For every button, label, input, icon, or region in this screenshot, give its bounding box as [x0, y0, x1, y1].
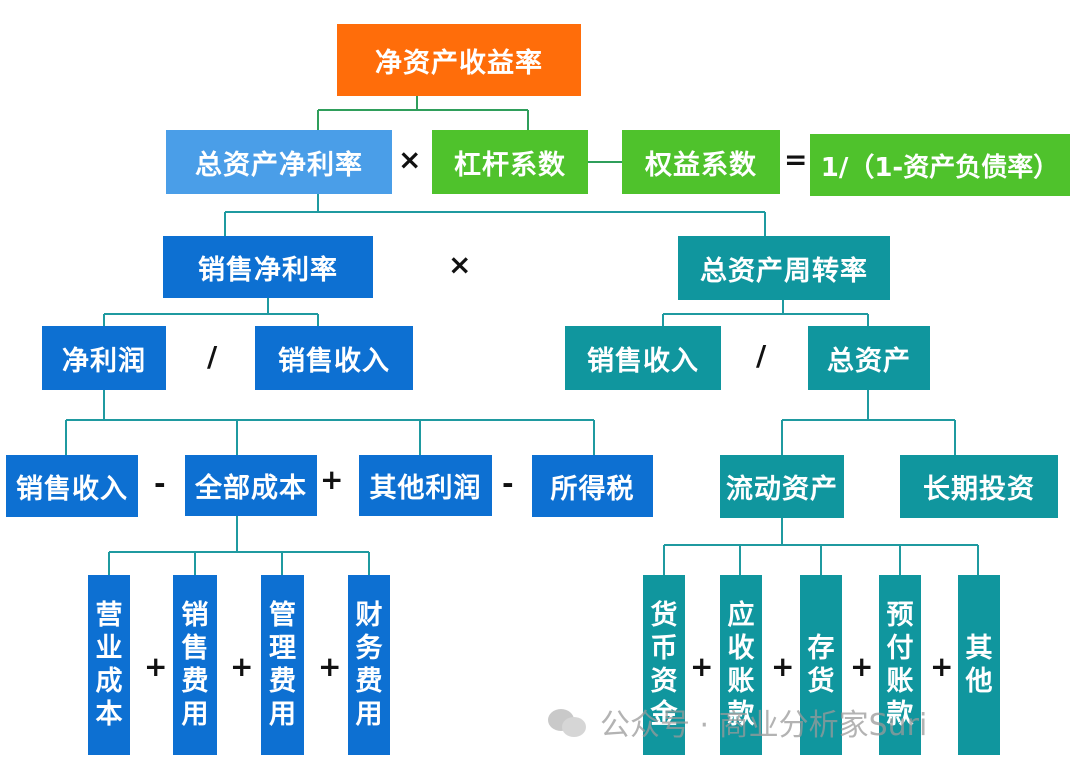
divide-operator: /: [207, 340, 218, 373]
vertical-char: 售: [181, 633, 209, 664]
financial-expense-label: 财务费用: [356, 599, 383, 731]
plus-operator-a1: +: [690, 650, 714, 683]
vertical-char: 销: [181, 600, 209, 631]
vertical-char: 货: [650, 600, 678, 631]
selling-expense-label: 销售费用: [182, 599, 209, 731]
vertical-char: 款: [727, 699, 755, 730]
vertical-char: 付: [886, 633, 914, 664]
vertical-char: 理: [269, 633, 296, 664]
inventory-box: 存货: [800, 575, 842, 755]
vertical-char: 收: [727, 633, 755, 664]
roe-box: 净资产收益率: [337, 24, 581, 96]
operating-cost-box: 营业成本: [88, 575, 130, 755]
vertical-char: 账: [886, 666, 914, 697]
admin-expense-label: 管理费用: [269, 599, 296, 731]
other-assets-box: 其他: [958, 575, 1000, 755]
vertical-char: 资: [650, 666, 678, 697]
plus-operator-c2: +: [230, 650, 254, 683]
income-tax-box: 所得税: [532, 455, 653, 517]
selling-expense-box: 销售费用: [173, 575, 217, 755]
vertical-char: 费: [269, 666, 296, 697]
receivables-box: 应收账款: [720, 575, 762, 755]
watermark: 公众号 · 商业分析家Suri: [548, 700, 927, 744]
roa-box: 总资产净利率: [166, 130, 392, 194]
operating-cost-label: 营业成本: [96, 599, 123, 731]
net-profit-box: 净利润: [42, 326, 166, 390]
plus-operator-c3: +: [318, 650, 342, 683]
long-term-investment-box: 长期投资: [900, 455, 1058, 518]
vertical-char: 务: [355, 633, 383, 664]
leverage-box: 杠杆系数: [432, 130, 588, 194]
vertical-char: 款: [886, 699, 914, 730]
vertical-char: 他: [965, 666, 993, 697]
cash-label: 货币资金: [651, 599, 678, 731]
wechat-icon: [548, 707, 588, 737]
vertical-char: 营: [95, 600, 123, 631]
other-assets-label: 其他: [966, 632, 993, 698]
vertical-char: 费: [181, 666, 209, 697]
vertical-char: 费: [355, 666, 383, 697]
vertical-char: 管: [269, 600, 296, 631]
equity-multiplier-box: 权益系数: [622, 130, 780, 194]
vertical-char: 应: [727, 600, 755, 631]
plus-operator-a2: +: [771, 650, 795, 683]
receivables-label: 应收账款: [728, 599, 755, 731]
other-profit-box: 其他利润: [359, 455, 492, 516]
sales-revenue-box: 销售收入: [255, 326, 413, 390]
vertical-char: 存: [807, 633, 835, 664]
vertical-char: 本: [95, 699, 123, 730]
vertical-char: 预: [886, 600, 914, 631]
vertical-char: 成: [95, 666, 123, 697]
total-assets-box: 总资产: [808, 326, 930, 390]
vertical-char: 财: [355, 600, 383, 631]
equals-operator: =: [784, 143, 808, 176]
plus-operator-c1: +: [144, 650, 168, 683]
plus-operator-l4: +: [320, 463, 344, 496]
current-assets-box: 流动资产: [720, 455, 844, 518]
vertical-char: 用: [181, 699, 209, 730]
vertical-char: 用: [269, 699, 296, 730]
minus-operator-2: -: [502, 467, 514, 500]
vertical-char: 业: [95, 633, 123, 664]
minus-operator-1: -: [154, 467, 166, 500]
net-margin-box: 销售净利率: [163, 236, 373, 298]
times-operator: ×: [398, 143, 422, 176]
plus-operator-a4: +: [930, 650, 954, 683]
plus-operator-a3: +: [850, 650, 874, 683]
prepayments-box: 预付账款: [879, 575, 921, 755]
vertical-char: 货: [807, 666, 835, 697]
cash-box: 货币资金: [643, 575, 685, 755]
vertical-char: 币: [650, 633, 678, 664]
debt-ratio-formula-box: 1/（1-资产负债率）: [810, 134, 1070, 196]
inventory-label: 存货: [808, 632, 835, 698]
vertical-char: 用: [355, 699, 383, 730]
sales-revenue-box-right: 销售收入: [565, 326, 721, 390]
vertical-char: 账: [727, 666, 755, 697]
financial-expense-box: 财务费用: [348, 575, 390, 755]
sales-revenue-box-l4: 销售收入: [6, 455, 138, 517]
watermark-text: 公众号 · 商业分析家Suri: [600, 708, 928, 743]
times-operator-2: ×: [448, 248, 472, 281]
prepayments-label: 预付账款: [887, 599, 914, 731]
admin-expense-box: 管理费用: [261, 575, 304, 755]
vertical-char: 金: [650, 699, 678, 730]
divide-operator-right: /: [756, 339, 767, 372]
asset-turnover-box: 总资产周转率: [678, 236, 890, 300]
total-cost-box: 全部成本: [185, 455, 317, 516]
vertical-char: 其: [965, 633, 993, 664]
